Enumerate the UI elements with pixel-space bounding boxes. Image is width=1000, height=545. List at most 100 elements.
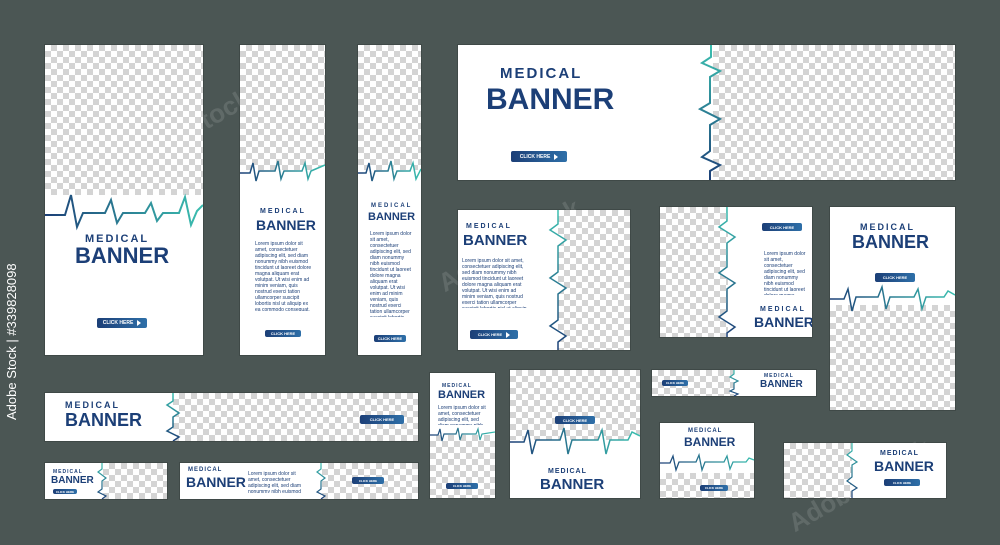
image-placeholder	[240, 45, 325, 170]
banner-thin-leaderboard: CLICK HERE MEDICAL BANNER	[652, 370, 816, 396]
image-placeholder	[784, 443, 852, 498]
banner-title: MEDICAL	[860, 222, 915, 232]
banner-small-square: MEDICAL BANNER CLICK HERE	[660, 423, 754, 498]
banner-subtitle: BANNER	[486, 83, 615, 116]
button-label: CLICK HERE	[369, 417, 395, 422]
banner-subtitle: BANNER	[852, 232, 930, 252]
body-text: Lorem ipsum dolor sit amet, consectetuer…	[764, 251, 806, 295]
button-label: CLICK HERE	[665, 381, 685, 385]
banner-subtitle: BANNER	[186, 474, 246, 490]
banner-wide: MEDICAL BANNER CLICK HERE	[458, 45, 955, 180]
image-placeholder	[830, 305, 955, 410]
cursor-icon	[137, 320, 142, 326]
click-here-button[interactable]: CLICK HERE	[374, 335, 406, 342]
click-here-button[interactable]: CLICK HERE	[555, 416, 595, 424]
banner-narrow-skyscraper: MEDICAL BANNER Lorem ipsum dolor sit ame…	[358, 45, 421, 355]
banner-title: MEDICAL	[688, 428, 723, 434]
heartbeat-line	[163, 393, 181, 441]
stock-id-label: Adobe Stock | #339828098	[4, 263, 19, 420]
image-placeholder	[713, 45, 955, 180]
banner-subtitle: BANNER	[760, 379, 803, 390]
banner-title: MEDICAL	[764, 373, 794, 379]
banner-title: MEDICAL	[760, 306, 806, 313]
heartbeat-line	[358, 160, 421, 185]
button-label: CLICK HERE	[377, 336, 403, 341]
button-label: CLICK HERE	[704, 486, 724, 490]
click-here-button[interactable]: CLICK HERE	[511, 151, 567, 162]
banner-title: MEDICAL	[65, 400, 120, 410]
banner-subtitle: BANNER	[874, 458, 934, 474]
heartbeat-line	[314, 463, 327, 499]
click-here-button[interactable]: CLICK HERE	[446, 483, 478, 489]
banner-subtitle: BANNER	[75, 243, 170, 268]
click-here-button[interactable]: CLICK HERE	[700, 485, 728, 491]
click-here-button[interactable]: CLICK HERE	[97, 318, 147, 328]
click-here-button[interactable]: CLICK HERE	[762, 223, 802, 231]
image-placeholder	[358, 45, 421, 170]
banner-subtitle: BANNER	[368, 211, 416, 223]
body-text: Lorem ipsum dolor sit amet, consectetuer…	[248, 471, 302, 493]
banner-subtitle: BANNER	[51, 475, 94, 486]
click-here-button[interactable]: CLICK HERE	[265, 330, 301, 337]
body-text: Lorem ipsum dolor sit amet, consectetuer…	[462, 258, 526, 308]
banner-square: CLICK HERE MEDICAL BANNER	[510, 370, 640, 498]
banner-subtitle: BANNER	[540, 476, 605, 493]
heartbeat-line	[430, 425, 495, 442]
button-label: CLICK HERE	[452, 484, 472, 488]
banner-title: MEDICAL	[466, 223, 512, 230]
button-label: CLICK HERE	[102, 320, 134, 326]
banner-subtitle: BANNER	[65, 410, 143, 430]
heartbeat-line	[660, 452, 754, 473]
banner-subtitle: BANNER	[438, 389, 486, 401]
click-here-button[interactable]: CLICK HERE	[875, 273, 915, 282]
image-placeholder	[510, 370, 640, 440]
button-label: CLICK HERE	[358, 478, 378, 483]
image-placeholder	[660, 207, 728, 337]
banner-skyscraper: MEDICAL BANNER Lorem ipsum dolor sit ame…	[240, 45, 325, 355]
banner-subtitle: BANNER	[256, 217, 316, 233]
banner-tall: MEDICAL BANNER CLICK HERE	[45, 45, 203, 355]
heartbeat-line	[696, 45, 723, 180]
heartbeat-line	[45, 193, 203, 235]
banner-title: MEDICAL	[260, 208, 306, 215]
banner-subtitle: BANNER	[754, 314, 812, 330]
banner-medium-leaderboard: MEDICAL BANNER Lorem ipsum dolor sit ame…	[180, 463, 418, 499]
banner-title: MEDICAL	[371, 203, 413, 209]
banner-title: MEDICAL	[85, 233, 150, 245]
button-label: CLICK HERE	[892, 480, 912, 485]
body-text: Lorem ipsum dolor sit amet, consectetuer…	[255, 241, 312, 311]
heartbeat-line	[845, 443, 860, 498]
banner-subtitle: BANNER	[463, 232, 528, 249]
click-here-button[interactable]: CLICK HERE	[53, 489, 77, 494]
banner-title: MEDICAL	[880, 450, 919, 457]
button-label: CLICK HERE	[270, 331, 296, 336]
click-here-button[interactable]: CLICK HERE	[662, 380, 688, 386]
banner-title: MEDICAL	[442, 383, 472, 389]
heartbeat-line	[95, 463, 108, 499]
button-label: CLICK HERE	[562, 417, 588, 423]
button-label: CLICK HERE	[477, 332, 503, 337]
heartbeat-line	[546, 210, 568, 350]
heartbeat-line	[510, 427, 640, 460]
heartbeat-line	[717, 207, 739, 337]
image-placeholder	[103, 463, 167, 499]
banner-subtitle: BANNER	[684, 435, 736, 449]
click-here-button[interactable]: CLICK HERE	[884, 479, 920, 486]
image-placeholder	[45, 45, 203, 195]
banner-title: MEDICAL	[188, 467, 223, 473]
banner-rectangle: MEDICAL BANNER Lorem ipsum dolor sit ame…	[458, 210, 630, 350]
click-here-button[interactable]: CLICK HERE	[352, 477, 384, 484]
click-here-button[interactable]: CLICK HERE	[470, 330, 518, 339]
banner-leaderboard: MEDICAL BANNER CLICK HERE	[45, 393, 418, 441]
button-label: CLICK HERE	[519, 153, 551, 160]
banner-small-leaderboard: MEDICAL BANNER CLICK HERE	[45, 463, 167, 499]
button-label: CLICK HERE	[882, 275, 908, 280]
button-label: CLICK HERE	[769, 224, 795, 230]
click-here-button[interactable]: CLICK HERE	[360, 415, 404, 424]
heartbeat-line	[728, 370, 740, 396]
body-text: Lorem ipsum dolor sit amet, consectetuer…	[370, 231, 412, 317]
cursor-icon	[554, 153, 559, 160]
banner-title: MEDICAL	[500, 65, 583, 82]
image-placeholder	[558, 210, 630, 350]
banner-title: MEDICAL	[53, 469, 83, 475]
